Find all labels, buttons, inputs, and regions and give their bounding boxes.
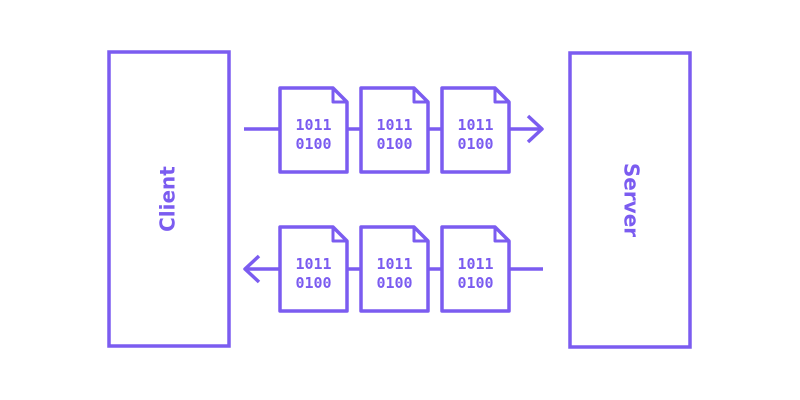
packet-page — [359, 225, 430, 313]
packet-bits-line-1: 1011 — [457, 116, 493, 134]
packet-page — [278, 86, 349, 174]
packet-page — [440, 225, 511, 313]
client-box — [107, 50, 231, 348]
packet-folded-corner — [493, 88, 509, 104]
packet-bits-line-1: 1011 — [457, 255, 493, 273]
packet-folded-corner — [331, 227, 347, 243]
packet-bits-line-1: 1011 — [376, 116, 412, 134]
packet-bits-line-2: 0100 — [295, 135, 331, 153]
packet-bits-line-2: 0100 — [457, 274, 493, 292]
packet-bits-line-2: 0100 — [457, 135, 493, 153]
client-label: Client — [156, 166, 180, 232]
packet-page — [440, 86, 511, 174]
packet-folded-corner — [493, 227, 509, 243]
packet-bits-line-1: 1011 — [295, 116, 331, 134]
packet-bits-line-2: 0100 — [295, 274, 331, 292]
server-label: Server — [620, 163, 644, 237]
packet-folded-corner — [331, 88, 347, 104]
packet-bits-line-1: 1011 — [295, 255, 331, 273]
client-node: Client — [107, 50, 231, 348]
response-arrowhead — [243, 254, 261, 284]
packet-page — [359, 86, 430, 174]
packet-folded-corner — [412, 227, 428, 243]
packet-page — [278, 225, 349, 313]
server-node: Server — [568, 51, 692, 349]
server-box — [568, 51, 692, 349]
request-arrowhead — [526, 114, 544, 144]
packet-bits-line-1: 1011 — [376, 255, 412, 273]
packet-bits-line-2: 0100 — [376, 135, 412, 153]
packet-bits-line-2: 0100 — [376, 274, 412, 292]
packet-folded-corner — [412, 88, 428, 104]
